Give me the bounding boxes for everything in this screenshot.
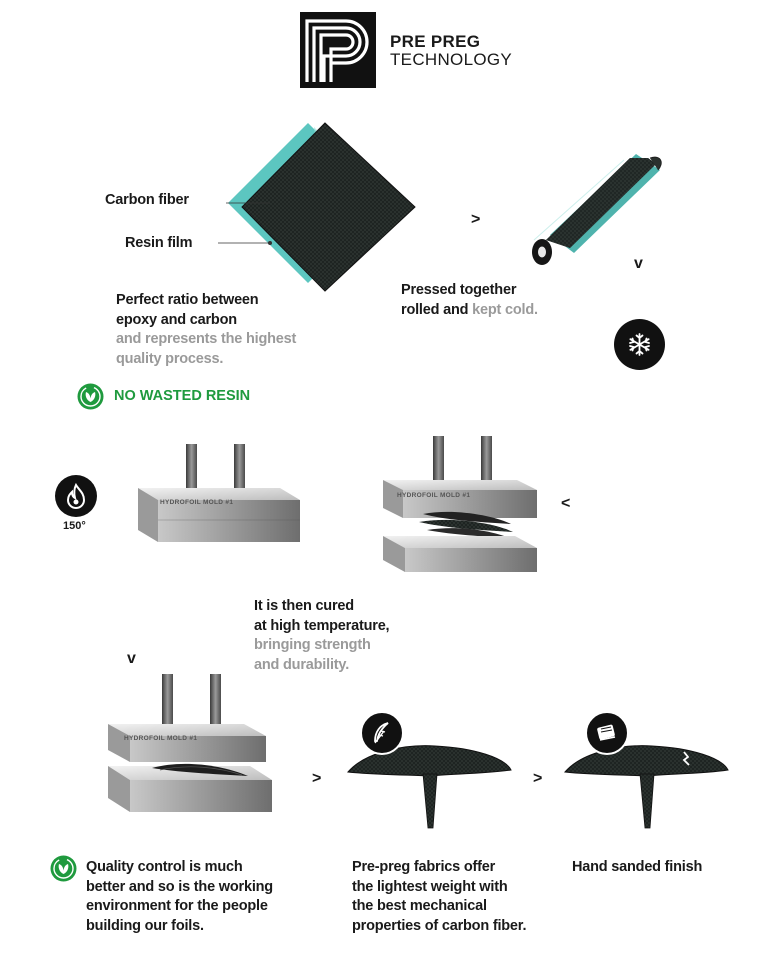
prepreg-layers-illustration: [218, 122, 416, 292]
eco-leaf-icon: [77, 383, 104, 415]
mold-curing: HYDROFOIL MOLD #1: [108, 674, 272, 812]
arrow-right-3: >: [533, 770, 543, 787]
prepreg-fabrics-description: Pre-preg fabrics offer the lightest weig…: [352, 859, 527, 934]
carbon-fiber-layer: [242, 123, 415, 291]
prepreg-roll-illustration: [532, 154, 662, 265]
svg-text:HYDROFOIL MOLD #1: HYDROFOIL MOLD #1: [397, 492, 470, 499]
label-resin-film: Resin film: [125, 235, 193, 251]
hydrofoil-carbon: [347, 745, 512, 829]
mold-open-layering: HYDROFOIL MOLD #1: [383, 436, 537, 572]
header-title: PRE PREG: [390, 32, 481, 51]
hand-sanded-description: Hand sanded finish: [572, 859, 703, 875]
label-carbon-fiber: Carbon fiber: [105, 192, 189, 208]
svg-text:HYDROFOIL MOLD #1: HYDROFOIL MOLD #1: [160, 499, 233, 506]
no-wasted-resin-label: NO WASTED RESIN: [114, 388, 251, 404]
step1-description: Perfect ratio between epoxy and carbon a…: [116, 292, 297, 367]
header-subtitle: TECHNOLOGY: [390, 50, 513, 69]
svg-text:HYDROFOIL MOLD #1: HYDROFOIL MOLD #1: [124, 735, 197, 742]
step2-description: Pressed together rolled and kept cold.: [401, 282, 538, 318]
temperature-label: 150°: [63, 520, 86, 532]
mold-closed: HYDROFOIL MOLD #1: [138, 444, 300, 542]
arrow-left-1: <: [561, 495, 571, 512]
cure-description: It is then cured at high temperature, br…: [254, 598, 390, 673]
arrow-right-2: >: [312, 770, 322, 787]
arrow-down-2: v: [127, 650, 136, 667]
arrow-right-1: >: [471, 211, 481, 228]
feather-icon: [360, 711, 404, 755]
hydrofoil-sanded: [564, 745, 729, 829]
flame-icon: [55, 475, 97, 517]
brand-logo: [300, 12, 376, 88]
sanding-block-icon: [585, 711, 629, 755]
arrow-down-1: v: [634, 255, 643, 272]
eco-leaf-icon-2: [50, 855, 77, 887]
snowflake-icon: [614, 319, 665, 370]
quality-control-description: Quality control is much better and so is…: [86, 859, 273, 934]
